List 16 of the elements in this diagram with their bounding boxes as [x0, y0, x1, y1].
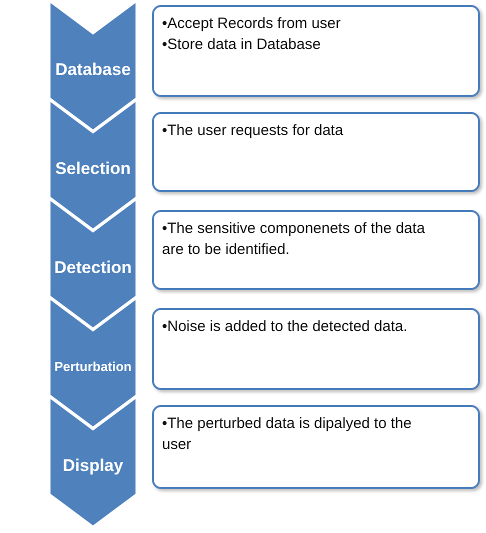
description-box — [152, 112, 480, 192]
bullet-text: •Store data in Database — [162, 35, 322, 55]
step-label: Perturbation — [53, 359, 133, 374]
bullet-text: •The sensitive componenets of the data are to be identified. — [162, 219, 426, 260]
step-label: Display — [62, 456, 124, 476]
description-box — [152, 405, 480, 489]
step-label: Detection — [53, 258, 133, 278]
bullet-text: •Accept Records from user — [162, 14, 342, 34]
description-box — [152, 308, 480, 390]
step-label: Database — [54, 60, 132, 80]
bullet-text: •The perturbed data is dipalyed to the user — [162, 414, 413, 455]
step-label: Selection — [54, 159, 132, 179]
description-box — [152, 210, 480, 290]
bullet-text: •The user requests for data — [162, 121, 344, 141]
bullet-text: •Noise is added to the detected data. — [162, 317, 408, 337]
description-box — [152, 5, 480, 97]
